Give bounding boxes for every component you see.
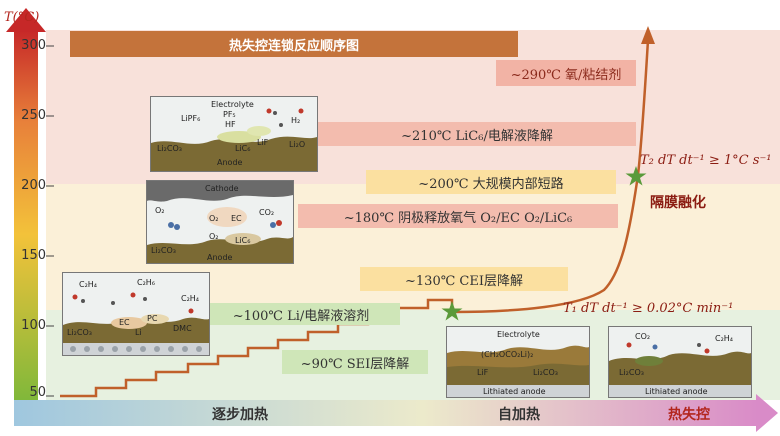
inset5-anode-text: Lithiated anode: [645, 387, 708, 396]
axis-ticks: [46, 45, 54, 397]
inset3-li2co3-text: Li₂CO₃: [67, 328, 92, 337]
event-180: ~180℃ 阴极释放氧气 O₂/EC O₂/LiC₆: [298, 204, 618, 228]
inset1-anode-text: Anode: [217, 158, 243, 167]
inset2-cathode-text: Cathode: [205, 184, 239, 193]
t1-annotation: T₁ dT dt⁻¹ ≥ 0.02°C min⁻¹: [563, 301, 734, 316]
stage-self-heating: 自加热: [498, 407, 540, 423]
temperature-axis-arrow: [6, 8, 46, 402]
separator-melt-label: 隔膜融化: [650, 195, 706, 211]
inset4-electrolyte-text: Electrolyte: [497, 330, 540, 339]
inset2-o2a-text: O₂: [155, 206, 165, 215]
inset4-lif-text: LiF: [477, 368, 489, 377]
tick-100: 100: [21, 318, 46, 333]
axis-label: T(°C): [4, 10, 40, 25]
inset3-li-text: Li: [135, 328, 142, 337]
diagram-title: 热失控连锁反应顺序图: [70, 31, 518, 57]
inset-cathode-anode: Cathode O₂ O₂ EC CO₂ O₂ LiC₆ Li₂CO₃ Anod…: [146, 180, 294, 264]
tick-300: 300: [21, 38, 46, 53]
event-210: ~210℃ LiC₆/电解液降解: [318, 122, 636, 146]
inset3-c2h6-text: C₂H₆: [137, 278, 155, 287]
event-90: ~90℃ SEI层降解: [282, 350, 428, 374]
inset1-electrolyte-text: Electrolyte: [211, 100, 254, 109]
inset3-pc-text: PC: [147, 314, 158, 323]
inset2-anode-text: Anode: [207, 253, 233, 262]
inset2-o2b-text: O₂: [209, 214, 219, 223]
inset2-lic6-text: LiC₆: [235, 236, 250, 245]
inset1-lif-text: LiF: [257, 138, 269, 147]
inset-electrolyte-anode: Electrolyte LiPF₆ PF₅ HF H₂ Li₂CO₃ LiC₆ …: [150, 96, 318, 172]
stage-arrow: [14, 394, 778, 432]
inset1-hf-text: HF: [225, 120, 236, 129]
inset2-o2c-text: O₂: [209, 232, 219, 241]
inset1-lipf6-text: LiPF₆: [181, 114, 200, 123]
inset5-li2co3-text: Li₂CO₃: [619, 368, 644, 377]
inset1-pf5-text: PF₅: [223, 110, 236, 119]
inset2-co2-text: CO₂: [259, 208, 274, 217]
stage-thermal-runaway: 热失控: [668, 407, 710, 423]
event-290: ~290℃ 氧/粘结剂: [496, 60, 636, 86]
inset5-co2-text: CO₂: [635, 332, 650, 341]
inset4-anode-text: Lithiated anode: [483, 387, 546, 396]
inset1-li2o-text: Li₂O: [289, 140, 305, 149]
event-130: ~130℃ CEI层降解: [360, 267, 568, 291]
inset4-roco2li-text: (CH₂OCO₂Li)₂: [481, 350, 533, 359]
inset3-ec-text: EC: [119, 318, 130, 327]
tick-150: 150: [21, 248, 46, 263]
event-200: ~200℃ 大规模内部短路: [366, 170, 616, 194]
inset2-ec-text: EC: [231, 214, 242, 223]
inset3-c2h4b-text: C₂H₄: [181, 294, 199, 303]
inset-sei-solvent: C₂H₄ C₂H₆ C₂H₄ Li₂CO₃ EC PC DMC Li: [62, 272, 210, 356]
inset4-li2co3-text: Li₂CO₃: [533, 368, 558, 377]
event-100: ~100℃ Li/电解液溶剂: [202, 303, 400, 325]
t2-annotation: T₂ dT dt⁻¹ ≥ 1°C s⁻¹: [640, 153, 772, 168]
inset-lithiated-anode-2: CO₂ C₂H₄ Li₂CO₃ Lithiated anode: [608, 326, 752, 398]
inset3-c2h4a-text: C₂H₄: [79, 280, 97, 289]
inset2-li2co3-text: Li₂CO₃: [151, 246, 176, 255]
inset3-dmc-text: DMC: [173, 324, 192, 333]
tick-250: 250: [21, 108, 46, 123]
inset1-lic6-text: LiC₆: [235, 144, 250, 153]
inset5-c2h4-text: C₂H₄: [715, 334, 733, 343]
t2-star-icon: [625, 166, 647, 186]
runaway-curve: [451, 39, 650, 314]
t1-star-icon: [441, 301, 463, 321]
inset1-h2-text: H₂: [291, 116, 300, 125]
stage-gradual-heating: 逐步加热: [212, 407, 268, 423]
inset1-li2co3-text: Li₂CO₃: [157, 144, 182, 153]
tick-200: 200: [21, 178, 46, 193]
tick-50: 50: [29, 385, 46, 400]
inset-lithiated-anode-1: Electrolyte (CH₂OCO₂Li)₂ LiF Li₂CO₃ Lith…: [446, 326, 590, 398]
